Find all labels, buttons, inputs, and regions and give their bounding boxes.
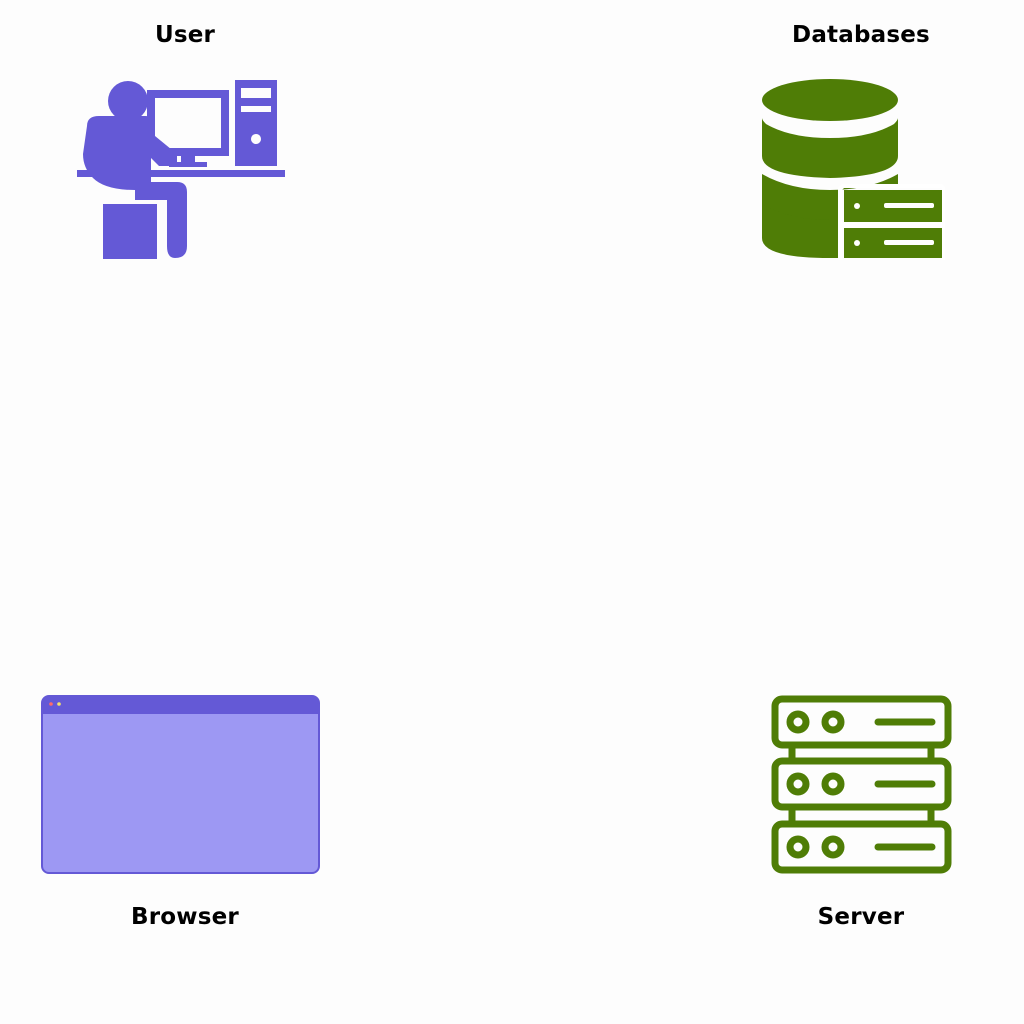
- user-label: User: [154, 22, 216, 48]
- server-rack-icon: [770, 695, 953, 877]
- database-icon: [760, 78, 945, 260]
- browser-window-icon: [41, 695, 320, 875]
- server-label: Server: [817, 904, 905, 930]
- browser-label: Browser: [131, 904, 239, 930]
- databases-label: Databases: [792, 22, 930, 48]
- user-at-computer-icon: [75, 78, 287, 260]
